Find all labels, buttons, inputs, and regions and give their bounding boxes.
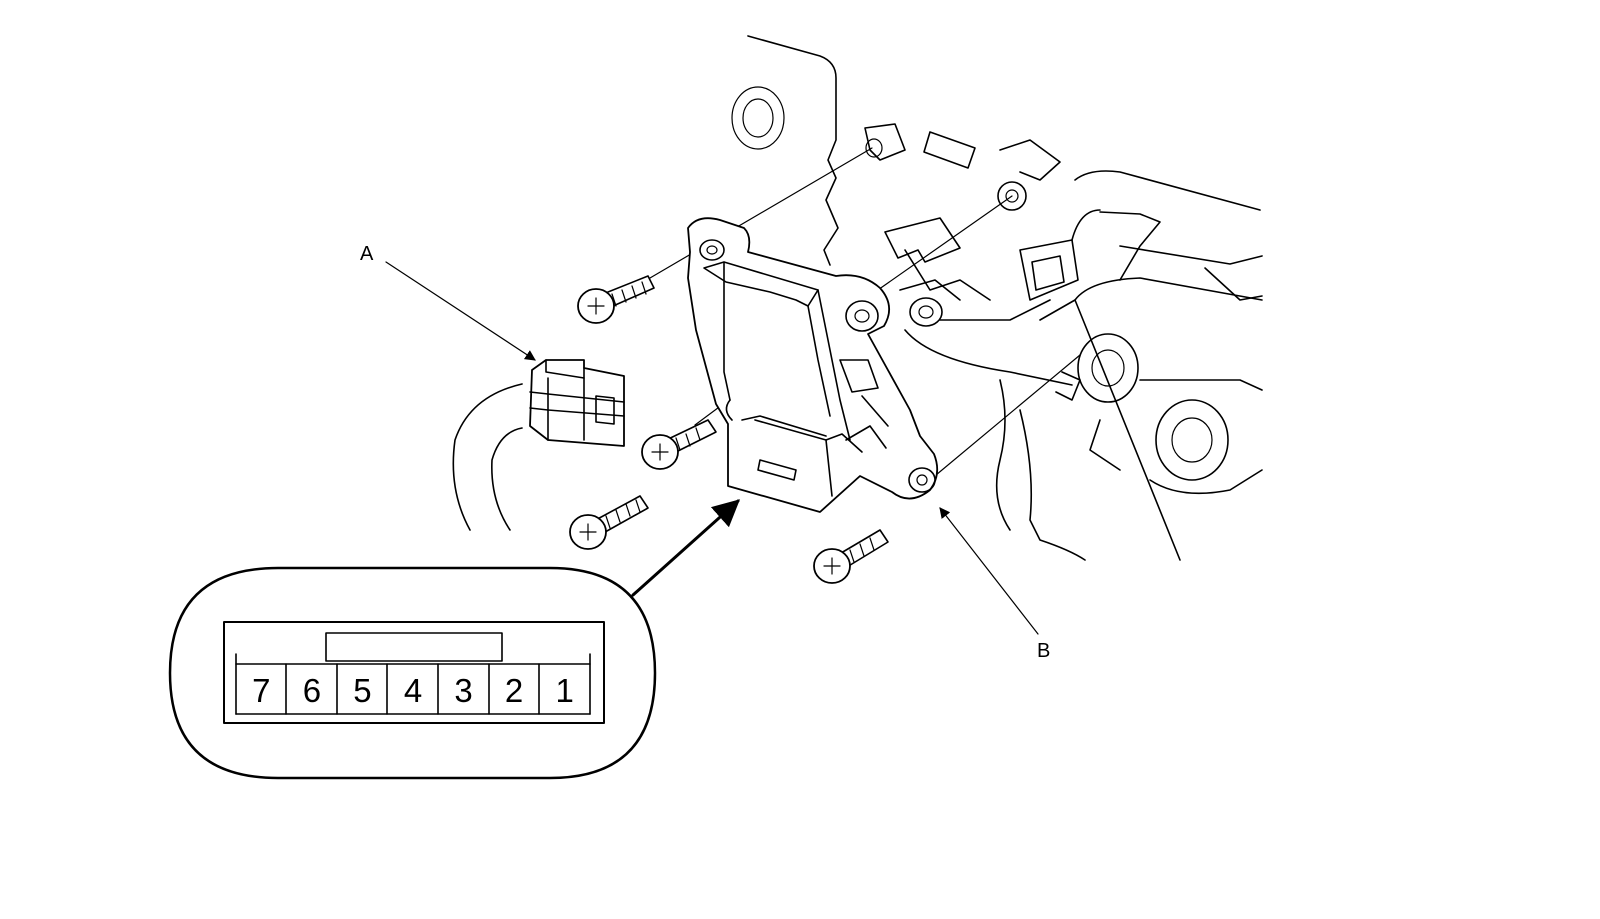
pin-number: 3 [454,672,472,709]
heater-unit-housing [731,35,1263,561]
screw [641,419,717,470]
callout-label-b: B [1037,640,1050,662]
pin-number: 2 [505,672,523,709]
screws [569,275,889,584]
pin-number: 1 [556,672,574,709]
pin-number: 6 [303,672,321,709]
pin-number: 5 [353,672,371,709]
callout-b: B [939,507,1050,662]
air-mix-actuator [687,217,939,513]
callout-a: A [360,243,536,361]
pin-number: 4 [404,672,422,709]
pin-number: 7 [252,672,270,709]
harness-connector [452,359,625,531]
screw [569,495,649,550]
callout-label-a: A [360,243,374,265]
screw [813,529,889,584]
screw [577,275,655,324]
